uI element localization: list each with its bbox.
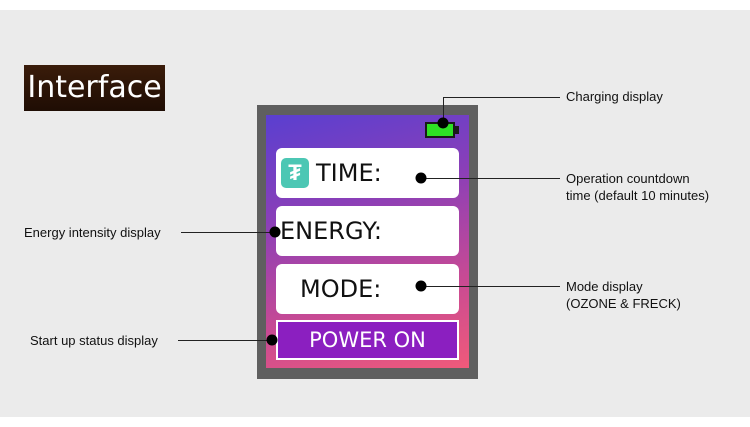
startup-marker: [266, 334, 278, 346]
startup-callout: Start up status display: [30, 333, 158, 348]
power-on-button[interactable]: POWER ON: [276, 320, 459, 360]
mode-label: MODE:: [300, 275, 382, 303]
countdown-leader: [421, 178, 560, 179]
charging-callout: Charging display: [566, 89, 663, 104]
section-title: Interface: [24, 65, 165, 111]
energy-label: ENERGY:: [280, 217, 382, 245]
energy-leader: [181, 232, 275, 233]
charging-leader-vertical: [443, 97, 444, 124]
top-border: [0, 0, 750, 10]
charging-marker: [437, 117, 449, 129]
mode-callout-line1: Mode display: [566, 279, 643, 294]
bottom-border: [0, 417, 750, 427]
device-frame: ₮ TIME: ENERGY: MODE: POWER ON: [257, 105, 478, 379]
time-label: TIME:: [316, 159, 382, 187]
energy-field: ENERGY:: [276, 206, 459, 256]
countdown-callout-line2: time (default 10 minutes): [566, 188, 710, 203]
mode-marker: [415, 280, 427, 292]
startup-leader: [178, 340, 272, 341]
mode-field: MODE:: [276, 264, 459, 314]
countdown-marker: [415, 172, 427, 184]
mode-callout-line2: (OZONE & FRECK): [566, 296, 681, 311]
time-field: ₮ TIME:: [276, 148, 459, 198]
battery-tip: [455, 126, 459, 134]
app-logo-icon: ₮: [281, 158, 309, 188]
mode-leader: [421, 286, 560, 287]
countdown-callout-line1: Operation countdown: [566, 171, 690, 186]
device-screen: ₮ TIME: ENERGY: MODE: POWER ON: [266, 115, 469, 368]
energy-callout: Energy intensity display: [24, 225, 161, 240]
energy-marker: [269, 226, 281, 238]
charging-leader: [443, 97, 560, 98]
